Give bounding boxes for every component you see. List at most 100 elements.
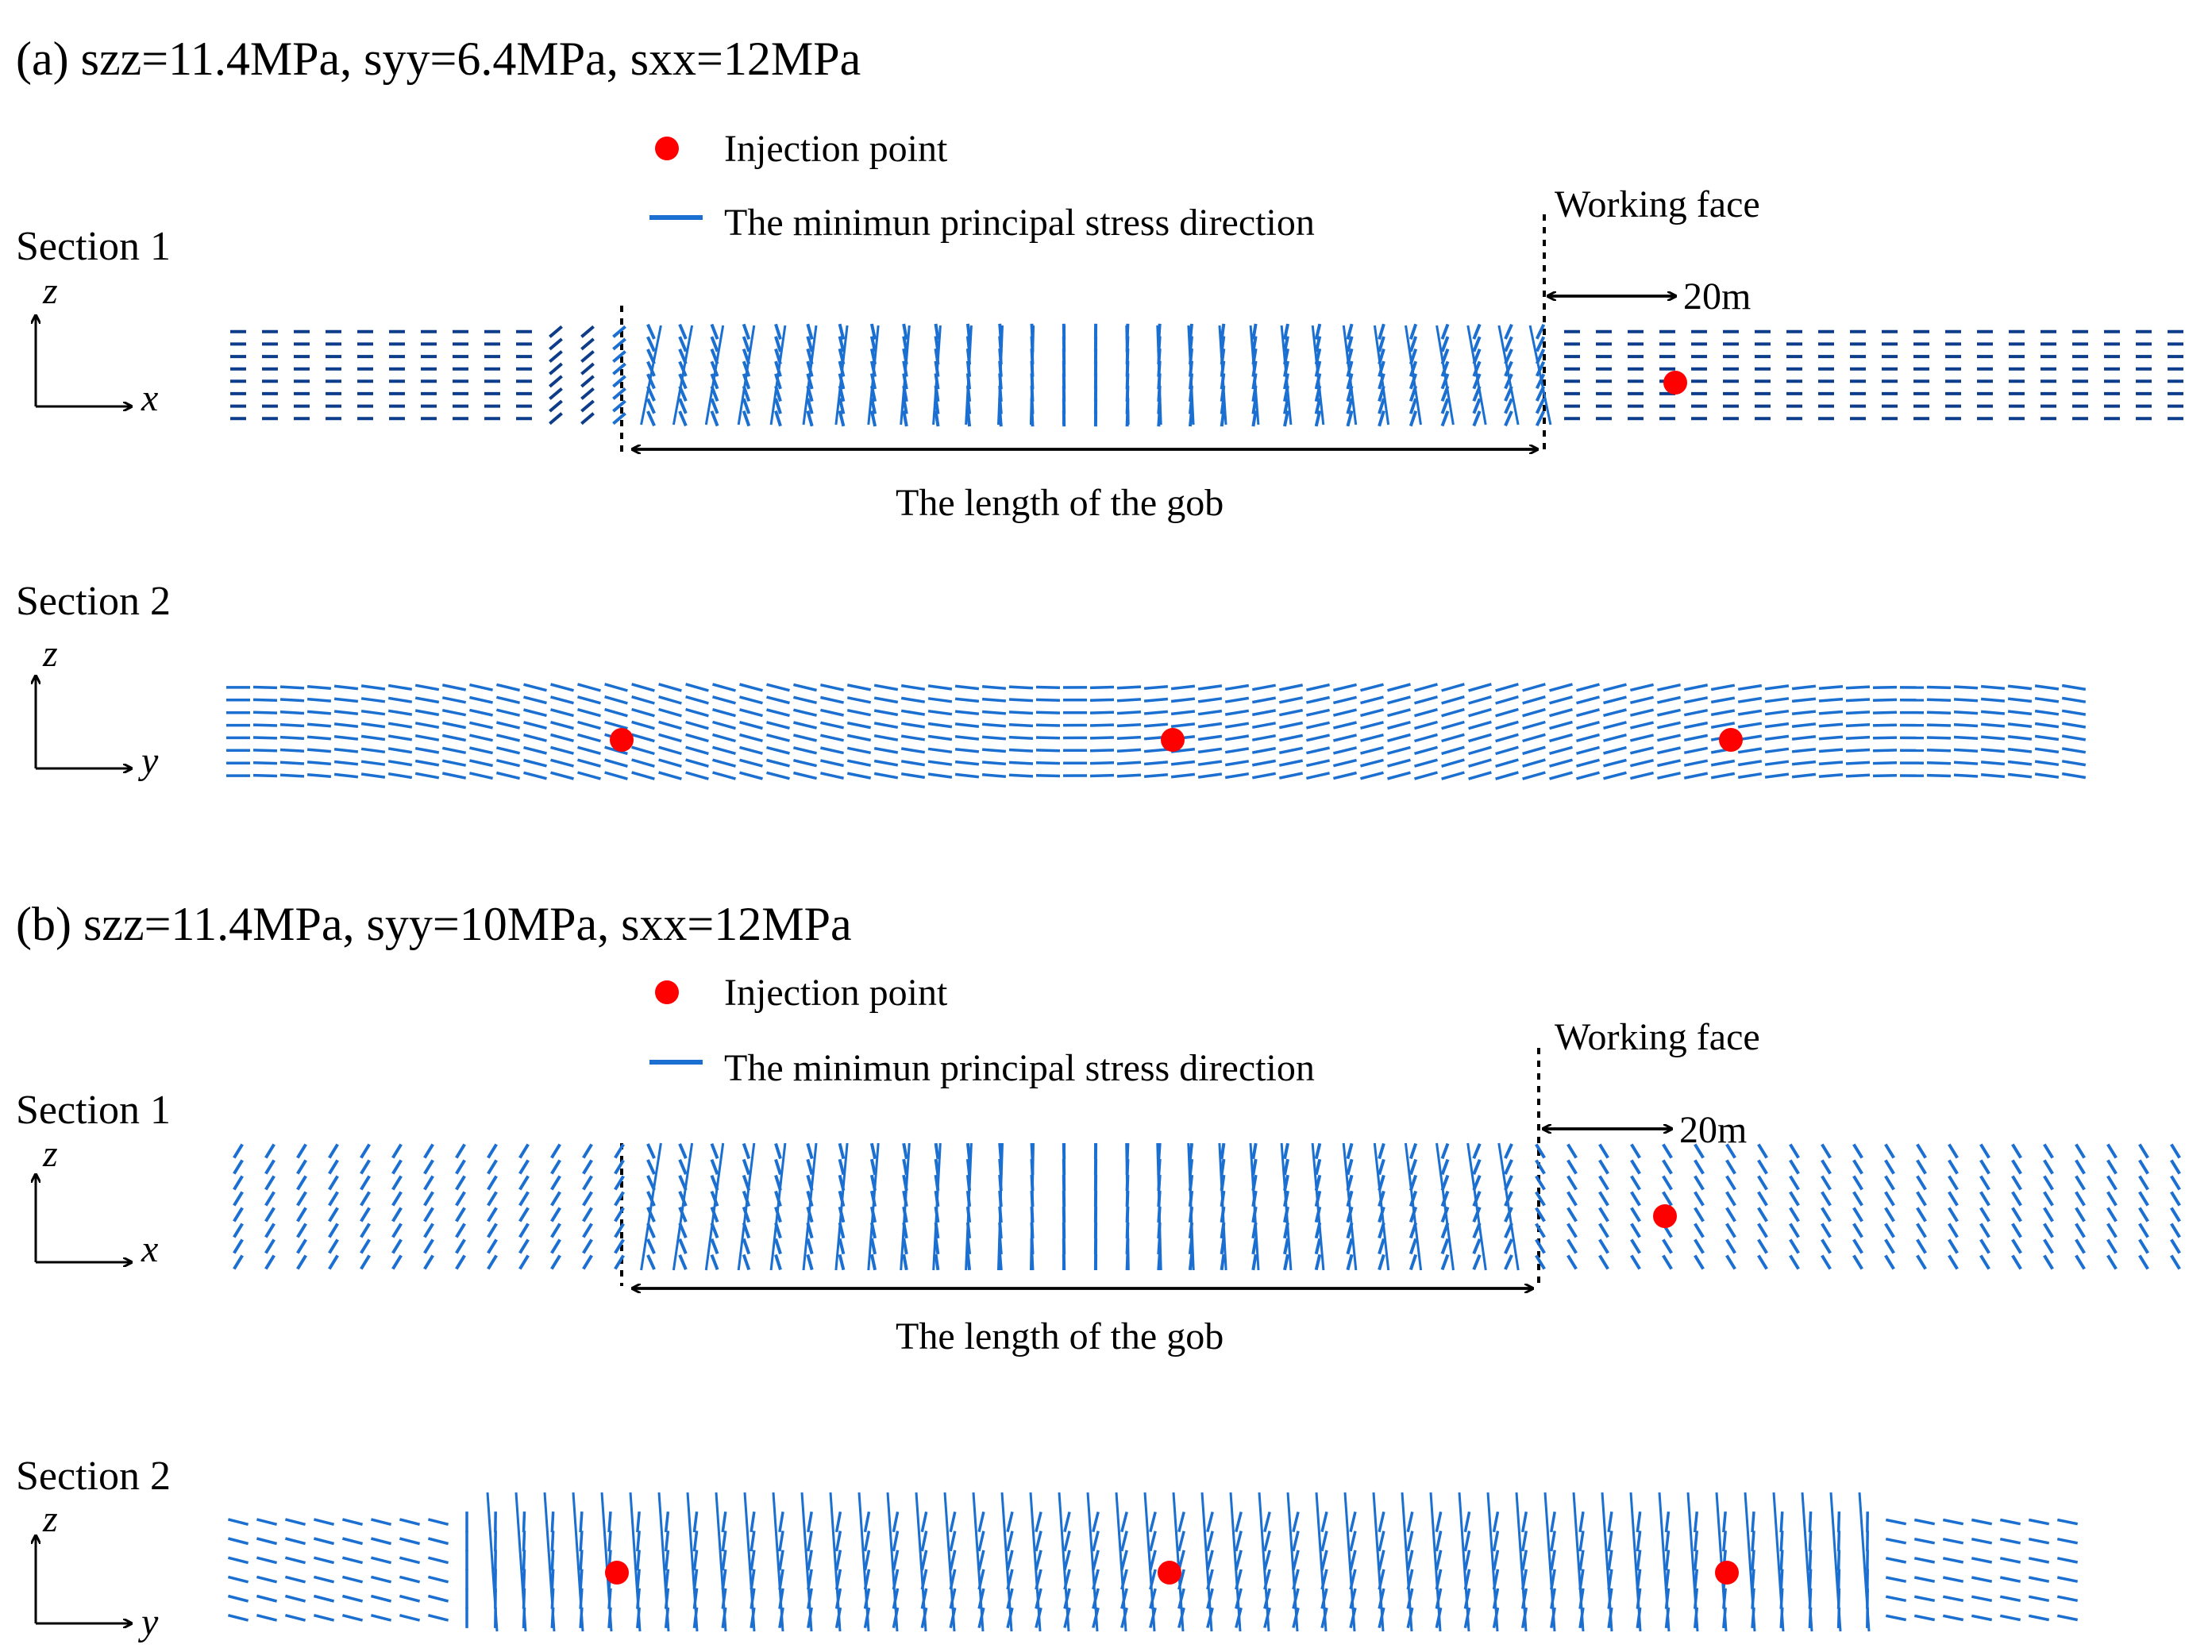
stress-direction-segment [1578, 1550, 1585, 1571]
stress-direction-segment [1520, 1550, 1528, 1571]
stress-direction-segment [646, 373, 656, 390]
stress-direction-segment [227, 1518, 249, 1526]
stress-direction-segment [1360, 708, 1384, 718]
stress-direction-segment [1576, 758, 1600, 768]
stress-direction-segment [604, 683, 628, 692]
stress-direction-segment [333, 772, 359, 779]
stress-direction-segment [949, 1531, 957, 1552]
stress-direction-segment [328, 1223, 339, 1238]
stress-direction-segment [1220, 323, 1226, 340]
stress-direction-segment [1884, 1207, 1895, 1223]
stress-direction-segment [614, 1207, 625, 1223]
stress-direction-segment [1116, 710, 1142, 715]
stress-direction-segment [1092, 1531, 1100, 1552]
stress-direction-segment [949, 1550, 957, 1571]
stress-direction-segment [664, 1550, 670, 1571]
stress-direction-segment [1629, 695, 1655, 705]
stress-direction-segment [577, 695, 601, 705]
stress-direction-segment [387, 747, 413, 754]
stress-direction-segment [1251, 1142, 1258, 1160]
stress-direction-segment [1630, 1175, 1641, 1191]
stress-direction-segment [1603, 683, 1627, 692]
stress-direction-segment [739, 708, 763, 718]
stress-direction-segment [721, 1531, 727, 1552]
stress-direction-segment [873, 696, 899, 704]
stress-direction-segment [1694, 1159, 1705, 1175]
stress-direction-segment [441, 684, 467, 691]
stress-direction-segment [518, 1143, 530, 1159]
stress-direction-segment [487, 1191, 498, 1207]
gob-length-label: The length of the gob [896, 482, 1224, 524]
stress-direction-segment [1495, 758, 1519, 768]
stress-direction-segment [333, 684, 359, 691]
stress-direction-segment [1948, 1159, 1959, 1175]
stress-direction-segment [391, 1159, 403, 1175]
stress-direction-segment [1603, 758, 1627, 768]
stress-direction-segment [341, 1556, 364, 1565]
stress-direction-segment [658, 758, 682, 768]
stress-direction-segment [1378, 410, 1385, 427]
stress-direction-segment [1916, 1175, 1927, 1191]
stress-direction-segment [296, 1238, 307, 1254]
stress-direction-segment [1953, 722, 1979, 728]
stress-direction-segment [360, 1223, 371, 1238]
stress-direction-segment [712, 695, 736, 705]
stress-direction-segment [1836, 1531, 1841, 1552]
stress-direction-segment [1971, 1537, 1993, 1545]
stress-direction-segment [721, 1511, 727, 1533]
stress-direction-segment [1710, 759, 1736, 767]
stress-direction-segment [1387, 733, 1411, 742]
stress-direction-segment [549, 375, 563, 388]
stress-direction-segment [1725, 1207, 1736, 1223]
stress-direction-segment [455, 1159, 466, 1175]
stress-direction-segment [523, 771, 547, 780]
stress-direction-segment [1387, 771, 1411, 780]
stress-direction-segment [1845, 773, 1871, 778]
stress-direction-segment [704, 325, 725, 426]
stress-direction-segment [1197, 760, 1223, 766]
stress-direction-segment [1504, 336, 1513, 352]
stress-direction-segment [1535, 1159, 1546, 1175]
stress-direction-segment [1607, 1550, 1613, 1571]
stress-direction-segment [1349, 1531, 1357, 1552]
stress-direction-segment [360, 734, 386, 741]
stress-direction-segment [2034, 722, 2060, 729]
stress-direction-segment [1440, 323, 1450, 340]
stress-direction-segment [2106, 1143, 2118, 1159]
stress-direction-segment [1942, 1614, 1964, 1622]
stress-direction-segment [1251, 709, 1277, 717]
stress-direction-segment [1220, 1253, 1226, 1271]
stress-direction-segment [1636, 1511, 1642, 1533]
stress-direction-segment [1722, 1531, 1727, 1552]
stress-direction-segment [1224, 772, 1250, 780]
stress-direction-segment [495, 708, 521, 717]
stress-direction-segment [873, 772, 899, 780]
stress-direction-segment [1306, 746, 1330, 755]
stress-direction-segment [333, 722, 359, 728]
stress-direction-segment [1549, 758, 1573, 768]
stress-direction-segment [834, 1511, 842, 1533]
stress-direction-segment [522, 1569, 526, 1590]
stress-direction-segment [2028, 1537, 2050, 1545]
stress-direction-segment [704, 1142, 725, 1271]
stress-direction-segment [1306, 772, 1330, 780]
stress-direction-segment [1821, 1159, 1832, 1175]
stress-direction-segment [279, 761, 305, 765]
stress-direction-segment [252, 761, 278, 765]
legend-injection-point-label: Injection point [724, 128, 948, 170]
stress-direction-segment [2170, 1254, 2181, 1270]
stress-direction-segment [710, 1253, 719, 1271]
stress-direction-segment [1492, 1550, 1500, 1571]
stress-direction-segment [1360, 771, 1384, 780]
stress-direction-segment [1845, 685, 1871, 690]
stress-direction-segment [1249, 1142, 1260, 1271]
stress-direction-segment [1913, 1614, 1936, 1622]
stress-direction-segment [1872, 761, 1898, 765]
stress-direction-segment [495, 695, 521, 705]
stress-direction-segment [469, 734, 493, 742]
stress-direction-segment [279, 685, 305, 690]
stress-direction-segment [1872, 710, 1898, 714]
stress-direction-segment [1008, 773, 1034, 778]
stress-direction-segment [2106, 1223, 2118, 1238]
stress-direction-segment [1115, 1492, 1127, 1632]
